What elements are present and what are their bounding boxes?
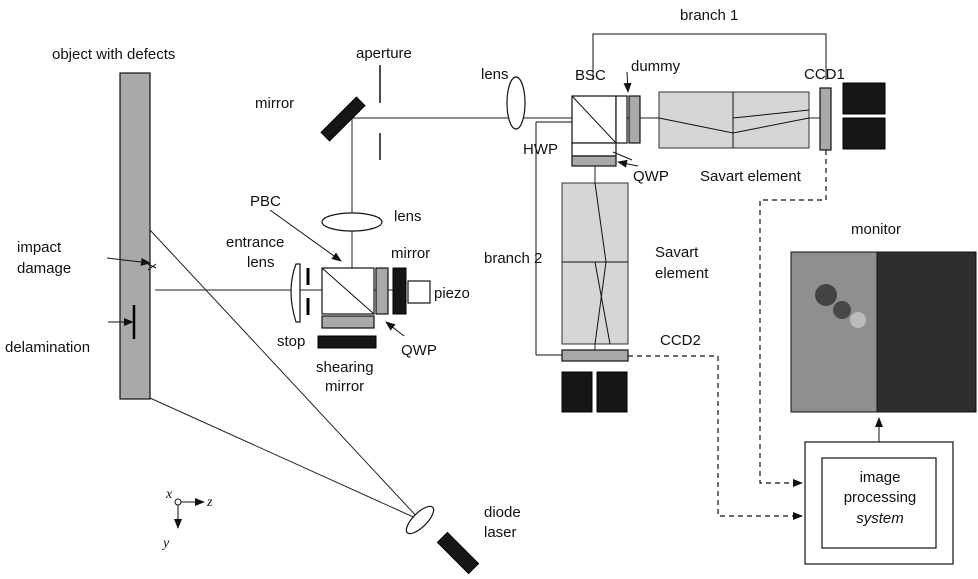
qwp-bottom-arrow — [386, 322, 404, 336]
label-ccd2: CCD2 — [660, 332, 701, 349]
label-branch2: branch 2 — [484, 250, 542, 267]
label-entrance-lens: lens — [247, 254, 275, 271]
label-delamination: delamination — [5, 339, 90, 356]
ccd1-sensor — [820, 88, 831, 150]
savart-top-body — [659, 92, 809, 148]
label-dummy: dummy — [631, 58, 681, 75]
qwp-bottom-plate — [322, 316, 374, 328]
dummy-frame — [616, 96, 627, 143]
axis-origin — [175, 499, 181, 505]
label-damage: damage — [17, 260, 71, 277]
piezo-box — [408, 281, 430, 303]
ccd1-block-1 — [843, 83, 885, 114]
defect-spot-2 — [833, 301, 851, 319]
coordinate-axes — [175, 499, 204, 528]
label-shearing-mirror: mirror — [325, 378, 364, 395]
lens-mid — [322, 213, 382, 231]
label-image-processing-2: processing — [844, 489, 917, 506]
label-shearing: shearing — [316, 359, 374, 376]
defect-spot-3 — [850, 312, 866, 328]
diode-laser-body — [437, 532, 478, 573]
label-qwp-bottom: QWP — [401, 342, 437, 359]
mirror-top — [321, 97, 365, 141]
object-with-defects — [107, 73, 156, 399]
label-impact: impact — [17, 239, 62, 256]
qwp-top-arrow — [618, 162, 638, 166]
object-plate — [120, 73, 150, 399]
entrance-lens — [291, 264, 300, 322]
qwp-top-plate — [572, 156, 616, 166]
label-branch1: branch 1 — [680, 7, 738, 24]
label-hwp: HWP — [523, 141, 558, 158]
monitor-right-panel — [877, 252, 976, 412]
lens-top — [507, 77, 525, 129]
ccd2-block-2 — [597, 372, 627, 412]
ccd2-block-1 — [562, 372, 592, 412]
ccd1-block-2 — [843, 118, 885, 149]
label-savart-top: Savart element — [700, 168, 802, 185]
label-laser: laser — [484, 524, 517, 541]
label-entrance: entrance — [226, 234, 284, 251]
label-axis-y: y — [161, 536, 170, 551]
label-image-processing-3: system — [856, 510, 904, 527]
dummy-arrow — [627, 72, 628, 92]
label-mirror-mid: mirror — [391, 245, 430, 262]
monitor-left-panel — [791, 252, 889, 412]
shearing-mirror — [318, 336, 376, 348]
label-lens-top: lens — [481, 66, 509, 83]
qwp-mid-plate — [376, 268, 388, 314]
label-pbc: PBC — [250, 193, 281, 210]
savart-element-mid — [562, 183, 628, 344]
defect-spot-1 — [815, 284, 837, 306]
hwp-plate — [572, 143, 616, 156]
bsc-assembly — [572, 72, 640, 166]
ccd2-sensor — [562, 350, 628, 361]
label-monitor: monitor — [851, 221, 901, 238]
label-lens-mid: lens — [394, 208, 422, 225]
branch1-bracket — [593, 34, 826, 80]
label-axis-z: z — [206, 495, 213, 510]
label-bsc: BSC — [575, 67, 606, 84]
mirror-mid — [393, 268, 406, 314]
label-stop: stop — [277, 333, 305, 350]
label-object: object with defects — [52, 46, 175, 63]
laser-lens — [402, 502, 437, 537]
monitor — [791, 252, 976, 412]
label-savart-mid-2: element — [655, 265, 709, 282]
dummy-plate — [629, 96, 640, 143]
label-piezo: piezo — [434, 285, 470, 302]
label-savart-mid-1: Savart — [655, 244, 699, 261]
label-ccd1: CCD1 — [804, 66, 845, 83]
label-qwp-top: QWP — [633, 168, 669, 185]
label-diode: diode — [484, 504, 521, 521]
label-aperture: aperture — [356, 45, 412, 62]
ccd2-data-line — [628, 356, 802, 516]
label-mirror-top: mirror — [255, 95, 294, 112]
label-axis-x: x — [165, 487, 173, 502]
savart-element-top — [659, 92, 809, 148]
label-image-processing-1: image — [860, 469, 901, 486]
